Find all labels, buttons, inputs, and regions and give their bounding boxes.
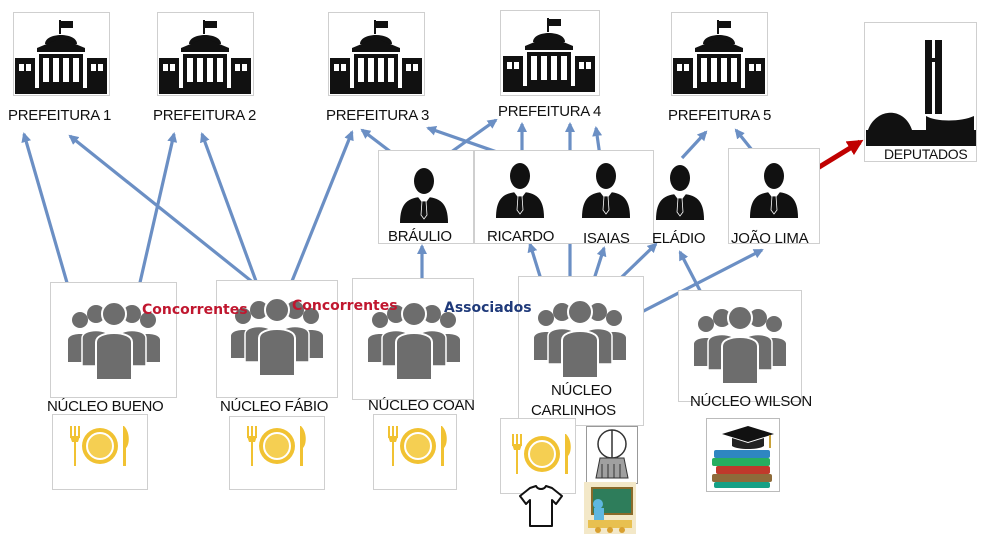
prefeitura-4-label: PREFEITURA 4	[498, 103, 602, 120]
congress-building-icon	[866, 40, 976, 146]
food-plate-icon	[510, 430, 574, 476]
politician-joao-label: JOÃO LIMA	[731, 230, 809, 247]
nucleo-coan-label: NÚCLEO COAN	[368, 397, 475, 414]
politician-ricardo-label: RICARDO	[487, 228, 555, 245]
prefeitura-5-label: PREFEITURA 5	[668, 107, 772, 124]
food-plate-icon	[386, 422, 450, 468]
prefeitura-1-label: PREFEITURA 1	[8, 107, 112, 124]
city-hall-icon	[503, 16, 595, 92]
city-hall-icon	[330, 18, 422, 94]
edge-fabio-to-p3	[284, 130, 354, 297]
edge-fabio-to-p1	[68, 134, 271, 298]
cleaning-broom-icon	[586, 426, 638, 484]
relation-label-concorrentes: Concorrentes	[292, 298, 398, 314]
nucleo-carlinhos-label-line1: NÚCLEO	[551, 382, 612, 399]
food-plate-icon	[68, 422, 132, 468]
prefeitura-3-label: PREFEITURA 3	[326, 107, 430, 124]
politician-icon	[748, 160, 800, 218]
city-hall-icon	[159, 18, 251, 94]
books-graduation-icon	[712, 426, 774, 488]
politician-eladio-label: ELÁDIO	[652, 230, 706, 247]
nucleo-carlinhos-label-line2: CARLINHOS	[531, 402, 616, 419]
nucleo-fabio-label: NÚCLEO FÁBIO	[220, 398, 329, 415]
edge-bueno-to-p1	[21, 132, 74, 301]
group-icon	[692, 304, 788, 384]
politician-isaias-label: ISAIAS	[583, 230, 630, 247]
food-plate-icon	[245, 422, 309, 468]
city-hall-icon	[15, 18, 107, 94]
relation-label-associados: Associados	[444, 300, 532, 316]
politician-icon	[580, 160, 632, 218]
politician-icon	[494, 160, 546, 218]
city-hall-icon	[673, 18, 765, 94]
relation-label-concorrentes: Concorrentes	[142, 302, 248, 318]
group-icon	[532, 298, 628, 378]
politician-icon	[398, 165, 450, 223]
deputados-label: DEPUTADOS	[884, 146, 968, 162]
prefeitura-2-label: PREFEITURA 2	[153, 107, 257, 124]
edge-fabio-to-p2	[200, 132, 262, 293]
politician-braulio-label: BRÁULIO	[388, 228, 452, 245]
nucleo-bueno-label: NÚCLEO BUENO	[47, 398, 164, 415]
edge-eladio-to-p5	[680, 130, 708, 160]
tshirt-icon	[519, 485, 563, 527]
classroom-icon	[584, 482, 636, 534]
edge-bueno-to-p2	[134, 132, 178, 301]
politician-icon	[654, 162, 706, 220]
nucleo-wilson-label: NÚCLEO WILSON	[690, 393, 812, 410]
